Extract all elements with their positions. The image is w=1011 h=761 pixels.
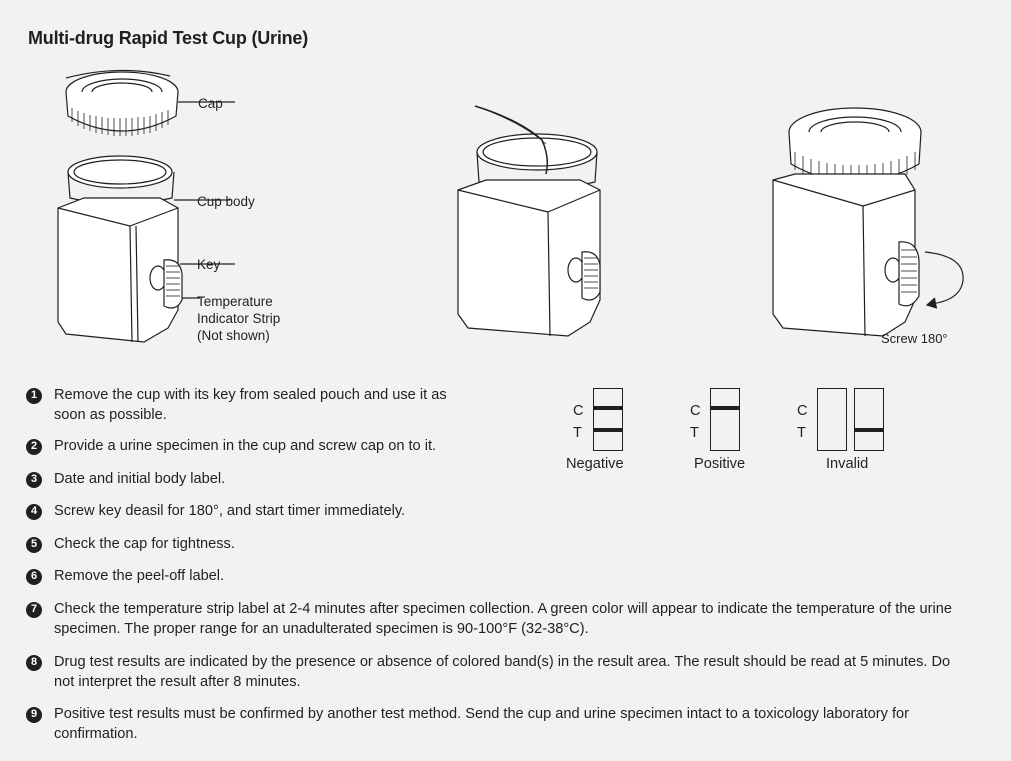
negative-c-label: C (573, 403, 584, 419)
step-1: 1 Remove the cup with its key from seale… (26, 386, 466, 425)
negative-t-band (594, 428, 622, 432)
invalid-c-label: C (797, 403, 808, 419)
invalid-strip-2 (854, 388, 884, 451)
step-number: 6 (26, 569, 42, 585)
positive-c-band (711, 406, 739, 410)
step-text: Positive test results must be confirmed … (54, 706, 909, 742)
negative-c-band (594, 406, 622, 410)
step-text: Check the temperature strip label at 2-4… (54, 601, 952, 637)
step-text: Date and initial body label. (54, 471, 226, 487)
step-4: 4 Screw key deasil for 180°, and start t… (26, 502, 405, 522)
step-3: 3 Date and initial body label. (26, 470, 225, 490)
callout-key: Key (197, 257, 221, 272)
invalid-t-label: T (797, 425, 806, 441)
callout-screw: Screw 180° (881, 331, 948, 346)
step-number: 2 (26, 439, 42, 455)
step-number: 7 (26, 602, 42, 618)
step-text: Check the cap for tightness. (54, 536, 235, 552)
step-2: 2 Provide a urine specimen in the cup an… (26, 437, 436, 457)
step-text: Remove the cup with its key from sealed … (54, 387, 447, 423)
step-number: 1 (26, 388, 42, 404)
step-9: 9 Positive test results must be confirme… (26, 705, 981, 744)
step-8: 8 Drug test results are indicated by the… (26, 653, 956, 692)
step-number: 3 (26, 472, 42, 488)
invalid-strip-1 (817, 388, 847, 451)
callout-temperature-strip: Temperature Indicator Strip (Not shown) (197, 293, 280, 344)
temp-line-3: (Not shown) (197, 328, 270, 343)
step-7: 7 Check the temperature strip label at 2… (26, 600, 976, 639)
step-text: Screw key deasil for 180°, and start tim… (54, 503, 406, 519)
cup-peel-label-illustration (457, 105, 601, 337)
positive-strip (710, 388, 740, 451)
invalid-label: Invalid (826, 456, 869, 472)
temp-line-2: Indicator Strip (197, 311, 281, 326)
step-text: Provide a urine specimen in the cup and … (54, 438, 437, 454)
negative-label: Negative (566, 456, 624, 472)
step-number: 4 (26, 504, 42, 520)
step-5: 5 Check the cap for tightness. (26, 535, 235, 555)
positive-t-label: T (690, 425, 699, 441)
callout-cup-body: Cup body (197, 194, 255, 209)
cup-exploded-illustration (57, 69, 235, 343)
positive-c-label: C (690, 403, 701, 419)
negative-t-label: T (573, 425, 582, 441)
step-text: Remove the peel-off label. (54, 568, 225, 584)
invalid-t-band (855, 428, 883, 432)
page-title: Multi-drug Rapid Test Cup (Urine) (28, 28, 309, 48)
negative-strip (593, 388, 623, 451)
step-6: 6 Remove the peel-off label. (26, 567, 224, 587)
temp-line-1: Temperature (197, 294, 273, 309)
step-number: 8 (26, 655, 42, 671)
callout-cap: Cap (198, 96, 223, 111)
positive-label: Positive (694, 456, 746, 472)
step-text: Drug test results are indicated by the p… (54, 654, 951, 690)
cup-screw-illustration (772, 107, 964, 337)
step-number: 9 (26, 707, 42, 723)
step-number: 5 (26, 537, 42, 553)
